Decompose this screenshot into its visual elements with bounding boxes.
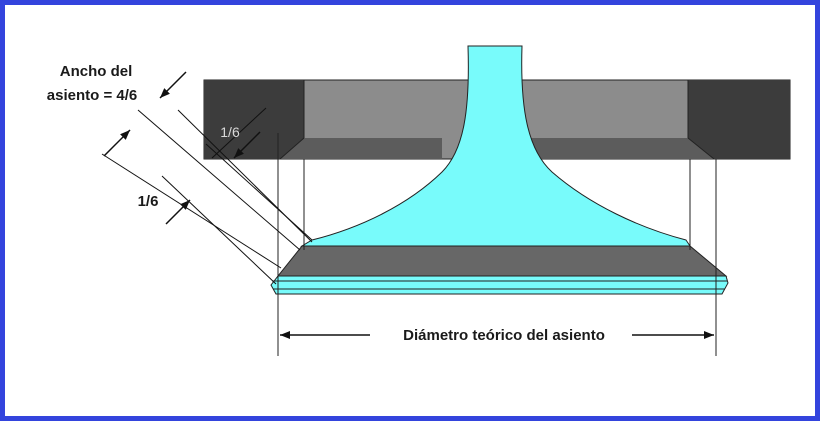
seat-extension-lines xyxy=(101,107,313,285)
diameter-label: Diámetro teórico del asiento xyxy=(403,327,605,344)
reference-lines xyxy=(277,133,717,356)
inner-fraction-label: 1/6 xyxy=(220,124,240,140)
outer-fraction-label: 1/6 xyxy=(138,193,159,210)
seat-width-label-line2: asiento = 4/6 xyxy=(47,87,137,104)
seat-width-dimension xyxy=(103,71,261,225)
seat-width-label-line1: Ancho del xyxy=(60,63,133,80)
